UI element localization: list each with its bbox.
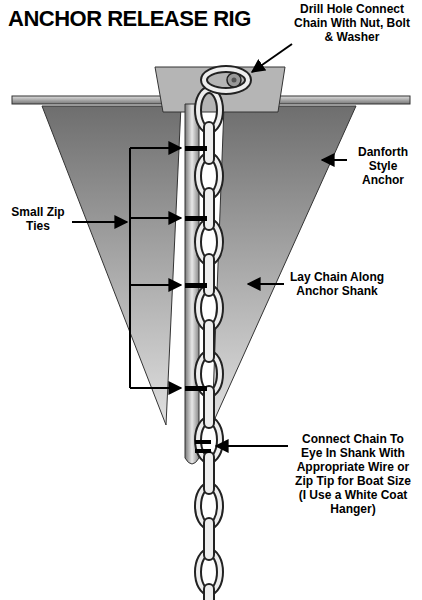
chain-link — [204, 386, 214, 428]
chain-link — [204, 320, 214, 362]
leader-arrow — [322, 159, 347, 161]
leader-arrow — [130, 217, 181, 219]
leader-arrow — [216, 445, 288, 447]
chain-link — [204, 452, 214, 494]
zip-tie — [185, 216, 207, 221]
leader-arrow — [248, 283, 284, 285]
chain-link — [204, 188, 214, 230]
leader-arrow — [130, 284, 181, 286]
bolt-center — [232, 78, 237, 83]
leader-arrow — [252, 44, 292, 72]
chain-link — [204, 584, 214, 600]
leader-lines — [72, 44, 347, 446]
chain-link — [204, 518, 214, 560]
left-fluke — [42, 106, 181, 425]
callout-label: Danforth Style Anchor — [350, 145, 416, 187]
chain-link — [204, 122, 214, 164]
top-link — [204, 69, 248, 91]
callout-label: Connect Chain To Eye In Shank With Appro… — [290, 432, 416, 516]
eye-wire — [195, 449, 211, 453]
callout-label: Small Zip Ties — [6, 205, 70, 233]
bracket-line — [129, 148, 131, 388]
chain — [198, 90, 220, 600]
top-link — [204, 69, 248, 91]
zip-ties — [185, 146, 211, 453]
leader-arrow — [72, 221, 127, 223]
callout-label: Drill Hole Connect Chain With Nut, Bolt … — [292, 2, 412, 44]
leader-arrow — [130, 147, 181, 149]
eye-wire — [195, 440, 211, 444]
zip-tie — [185, 283, 207, 288]
zip-tie — [185, 146, 207, 151]
right-fluke — [212, 106, 356, 425]
leader-arrow — [130, 387, 181, 389]
bolt — [227, 73, 241, 87]
chain-link — [204, 254, 214, 296]
callout-label: Lay Chain Along Anchor Shank — [287, 270, 387, 298]
zip-tie — [185, 386, 207, 391]
title: ANCHOR RELEASE RIG — [8, 6, 251, 32]
